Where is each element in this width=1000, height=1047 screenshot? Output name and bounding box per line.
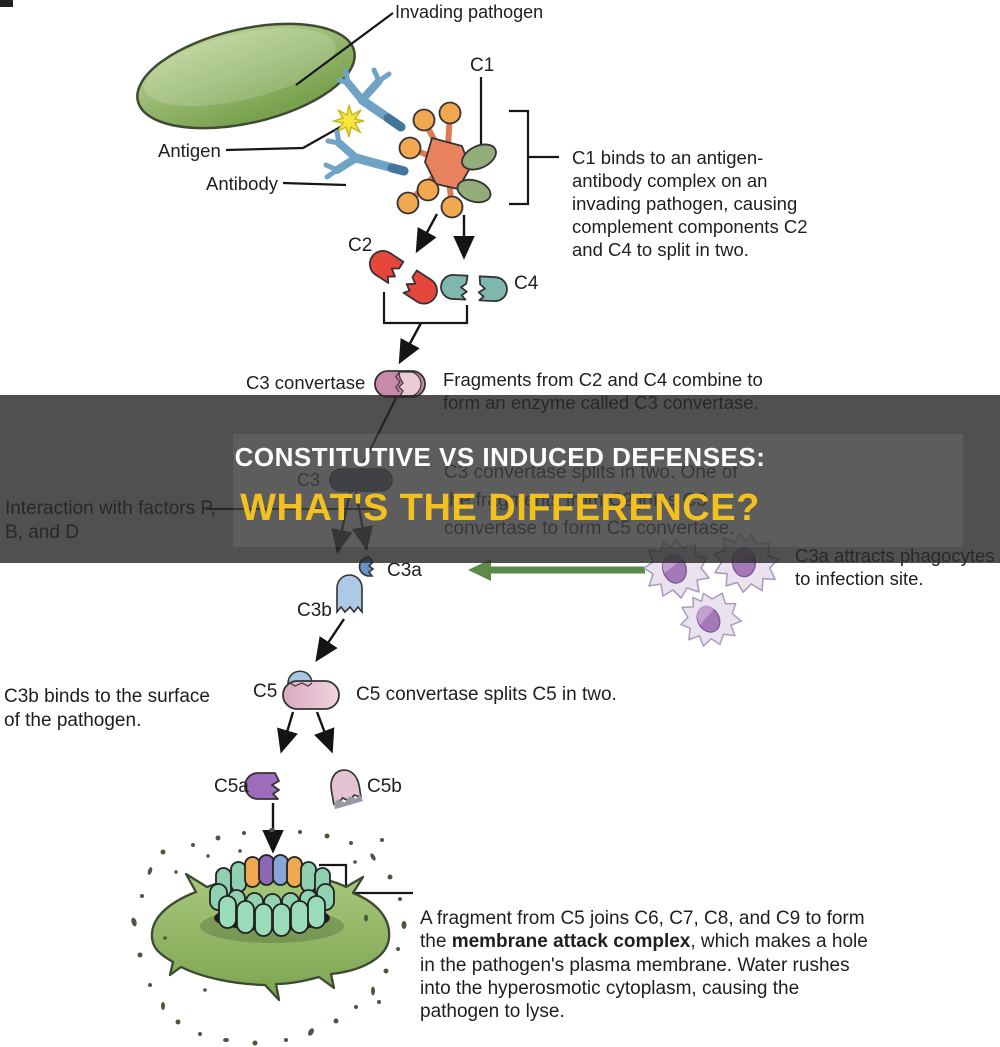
c2-c4-bracket [382,292,469,325]
c3b-binds-annotation: C3b binds to the surface of the pathogen… [4,686,210,731]
arrow-to-c3convertase [398,322,423,365]
c5-splits-annotation: C5 convertase splits C5 in two. [356,684,617,705]
mac-annotation-bold: membrane attack complex [451,931,691,953]
c5-label: C5 [253,681,278,702]
c4-label: C4 [514,273,539,294]
antibody-shapes [323,67,409,180]
c1-bracket [509,109,559,206]
arrow-c5-to-c5b [314,711,335,754]
mac-annotation-pre: A fragment from C5 joins C6, C7, C8, and… [420,908,865,953]
invading-pathogen-cell [136,22,356,130]
c4-fragments [440,274,508,303]
attract-arrow [468,559,645,581]
mac-annotation: A fragment from C5 joins C6, C7, C8, and… [420,884,900,1023]
c5a-label: C5a [214,776,249,797]
membrane-attack-complex [209,854,335,937]
c1-label: C1 [470,55,495,76]
corner-mark [0,0,13,7]
c5b-fragment [330,769,363,810]
c1-binds-annotation: C1 binds to an antigen- antibody complex… [572,147,808,260]
title-banner: CONSTITUTIVE VS INDUCED DEFENSES: WHAT'S… [0,395,1000,563]
lysing-pathogen [150,872,391,1002]
c5b-label: C5b [367,776,402,797]
c5a-fragment [244,772,280,800]
arrow-to-c2 [415,213,439,254]
c2-label: C2 [348,235,373,256]
c2-fragments [369,250,438,305]
c5-convertase-complex [282,670,340,710]
mac-annotation-post: , which makes a hole in the pathogen's p… [420,931,868,1023]
c3-convertase-label: C3 convertase [246,372,366,393]
antigen-leader-line [225,125,343,152]
c3b-fragment [336,574,363,615]
antibody-label: Antibody [206,173,278,194]
antigen-label: Antigen [158,140,221,161]
lysis-debris [131,828,407,1046]
banner-inner-panel [233,434,963,547]
phagocyte-3 [674,586,746,653]
c1-complex [396,101,497,219]
arrow-c3b-to-c5 [315,618,345,662]
banner-subtitle: WHAT'S THE DIFFERENCE? [240,487,760,529]
c3a-label: C3a [387,560,422,581]
antibody-leader-line [282,181,347,187]
invading-pathogen-label: Invading pathogen [395,2,544,22]
arrow-c5-to-c5a [277,711,298,754]
banner-title: CONSTITUTIVE VS INDUCED DEFENSES: [234,442,766,472]
split-arrows [398,213,475,365]
antigen-star [331,104,365,138]
c3b-label: C3b [297,600,332,621]
invading-pathogen-leader-line [295,12,394,86]
c3-convertase-enzyme [374,370,426,398]
